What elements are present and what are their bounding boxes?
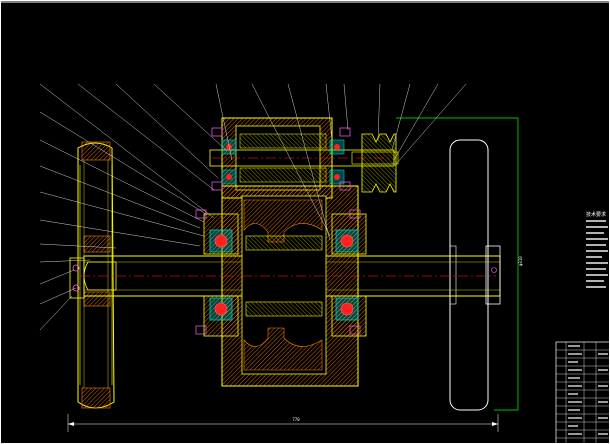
worm-shaft (209, 133, 395, 183)
inner-gear (243, 199, 323, 371)
overall-height-dimension: φ310 (518, 256, 523, 266)
tech-notes: 技术要求 (586, 211, 608, 288)
overall-length-dimension: 770 (292, 417, 300, 422)
centerlines (80, 157, 496, 277)
callout-leaders (39, 83, 467, 331)
tech-notes-title: 技术要求 (586, 211, 606, 218)
right-flywheel (449, 139, 501, 411)
v-belt-pulley (351, 133, 399, 193)
left-gear (77, 141, 115, 409)
title-block (555, 341, 610, 444)
dimension-lines (67, 117, 519, 432)
bolts (195, 127, 361, 335)
bearings (209, 139, 359, 321)
